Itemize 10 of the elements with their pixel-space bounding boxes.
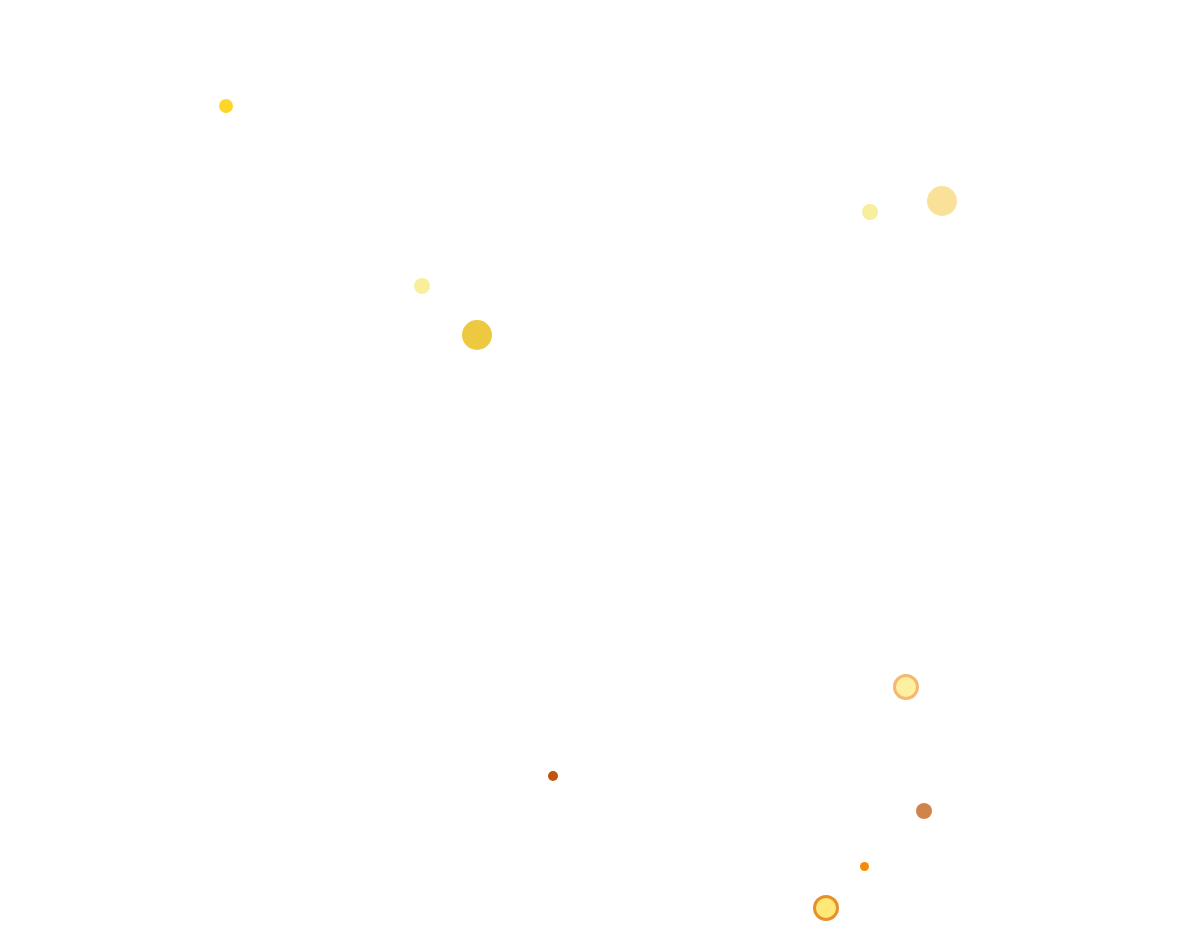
dot <box>462 320 492 350</box>
dot <box>893 674 919 700</box>
dot <box>859 861 869 871</box>
dot <box>548 771 558 781</box>
dot <box>927 186 957 216</box>
dot <box>862 204 878 220</box>
dot <box>414 278 430 294</box>
dot <box>916 803 932 819</box>
dot <box>813 895 839 921</box>
dot <box>219 99 233 113</box>
